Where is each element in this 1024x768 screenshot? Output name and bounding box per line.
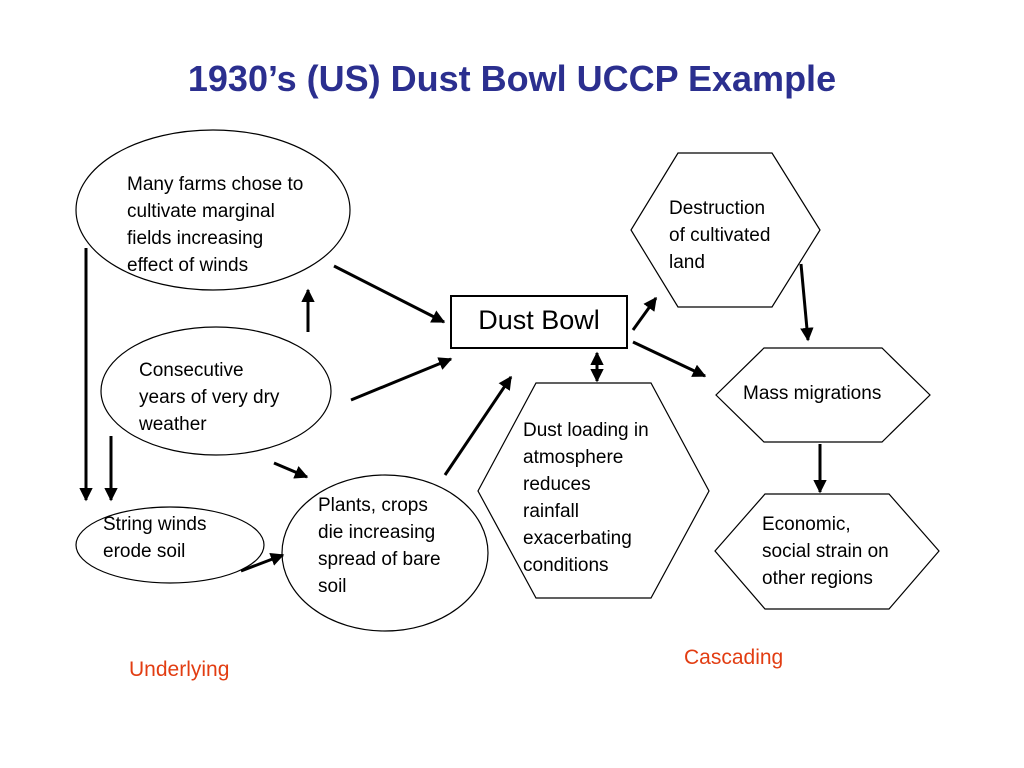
economic-text: Economic, social strain on other regions [762,511,889,592]
cascading-label: Cascading [684,646,784,669]
dust-loading-line: Dust loading in [523,420,649,441]
economic-line: other regions [762,568,873,589]
destruction-line: of cultivated [669,225,771,246]
arrow-dustbowl-to-migrations [632,340,707,378]
dust-loading-text: Dust loading in atmosphere reduces rainf… [523,417,649,579]
winds-line: String winds [103,514,207,535]
winds-line: erode soil [103,541,186,562]
farms-ellipse [75,129,351,291]
plants-line: Plants, crops [318,495,428,516]
dust-bowl-label: Dust Bowl [478,305,600,335]
dust-loading-line: exacerbating [523,528,632,549]
arrow-dustbowl-to-destruction [631,296,658,331]
farms-text: Many farms chose to cultivate marginal f… [127,171,303,279]
plants-text: Plants, crops die increasing spread of b… [318,492,441,600]
arrow-farms-to-dustbowl [333,264,446,324]
migrations-line: Mass migrations [743,383,882,404]
farms-line: cultivate marginal [127,201,275,222]
slide-title: 1930’s (US) Dust Bowl UCCP Example [187,58,837,99]
farms-line: effect of winds [127,255,249,276]
dust-loading-line: conditions [523,555,609,576]
economic-line: social strain on [762,541,889,562]
dust-bowl-box [450,295,628,349]
farms-line: Many farms chose to [127,174,304,195]
dust-loading-line: reduces [523,474,591,495]
arrow-dry-to-plants [273,461,309,479]
destruction-text: Destruction of cultivated land [669,195,770,276]
plants-line: spread of bare [318,549,441,570]
dry-weather-line: weather [139,414,207,435]
destruction-hexagon [630,152,821,308]
winds-ellipse [75,506,265,584]
dry-weather-text: Consecutive years of very dry weather [139,357,279,438]
migrations-text: Mass migrations [743,380,881,407]
dry-weather-ellipse [100,326,332,456]
winds-text: String winds erode soil [103,511,207,565]
destruction-line: land [669,252,705,273]
plants-ellipse [281,474,489,632]
dust-loading-line: rainfall [523,501,579,522]
migrations-hexagon [715,347,931,443]
arrow-dry-to-dustbowl [350,357,453,402]
plants-line: die increasing [318,522,436,543]
farms-line: fields increasing [127,228,264,249]
economic-hexagon [714,493,940,610]
arrow-winds-to-plants [240,553,285,573]
dry-weather-line: years of very dry [139,387,280,408]
dust-loading-line: atmosphere [523,447,624,468]
underlying-label: Underlying [129,658,230,681]
economic-line: Economic, [762,514,851,535]
dry-weather-line: Consecutive [139,360,244,381]
dust-loading-hexagon [477,382,710,599]
destruction-line: Destruction [669,198,766,219]
arrow-plants-to-dustbowl [443,375,513,476]
plants-line: soil [318,576,347,597]
arrow-destruction-to-migrations [799,263,814,342]
